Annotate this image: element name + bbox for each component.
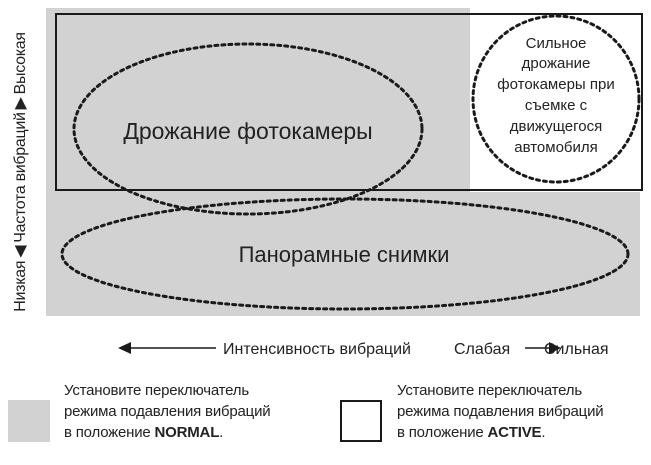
vehicle-shake-line: дрожание (522, 55, 591, 72)
legend-normal-suffix: . (219, 424, 224, 441)
legend-active-line: в положение ACTIVE. (397, 422, 603, 443)
legend-active-line: Установите переключатель (397, 382, 582, 399)
arrow-right-icon: ▶ (12, 97, 29, 110)
camera-shake-label: Дрожание фотокамеры (123, 118, 372, 144)
legend-normal-prefix: в положение (64, 424, 151, 441)
legend-active-mode: ACTIVE (487, 424, 542, 441)
panning-label: Панорамные снимки (239, 242, 450, 267)
vehicle-shake-label: Сильное дрожание фотокамеры при съемке с… (497, 35, 614, 156)
x-axis-arrowhead (118, 342, 131, 354)
vehicle-shake-line: Сильное (526, 35, 587, 52)
x-axis-arrowhead-right (549, 342, 561, 354)
legend-active-prefix: в положение (397, 424, 484, 441)
x-axis-label: Интенсивность вибраций (223, 341, 411, 358)
y-axis-low: Низкая (12, 260, 29, 312)
vehicle-shake-line: движущегося (510, 118, 602, 135)
vehicle-shake-line: автомобиля (514, 139, 598, 156)
vehicle-shake-line: съемке с (525, 97, 588, 114)
legend-normal-line: режима подавления вибраций (64, 403, 271, 420)
legend-normal-line: Установите переключатель (64, 382, 249, 399)
arrow-left-icon: ◀ (12, 245, 29, 258)
active-area-frame (55, 13, 643, 191)
x-axis-weak-label: Слабая (454, 341, 510, 358)
panning-ellipse (60, 197, 630, 311)
legend-active-swatch (340, 400, 382, 442)
legend-normal-line: в положение NORMAL. (64, 422, 270, 443)
normal-area-upper (46, 8, 470, 204)
vehicle-shake-ellipse (471, 14, 641, 184)
y-axis-high: Высокая (12, 32, 29, 95)
vehicle-shake-line: фотокамеры при (497, 76, 614, 93)
legend-active-suffix: . (541, 424, 546, 441)
y-axis-label: Низкая ◀ Частота вибраций ▶ Высокая (10, 32, 30, 311)
legend-normal-swatch (8, 400, 50, 442)
y-axis-title: Частота вибраций (12, 112, 29, 243)
x-axis-strong-label: Сильная (544, 341, 609, 358)
legend-active-text: Установите переключатель режима подавлен… (397, 380, 604, 443)
legend-normal-mode: NORMAL (154, 424, 220, 441)
camera-shake-ellipse (72, 42, 424, 216)
normal-area-lower (46, 192, 640, 316)
legend-normal-text: Установите переключатель режима подавлен… (64, 380, 271, 443)
legend-active-line: режима подавления вибраций (397, 403, 604, 420)
